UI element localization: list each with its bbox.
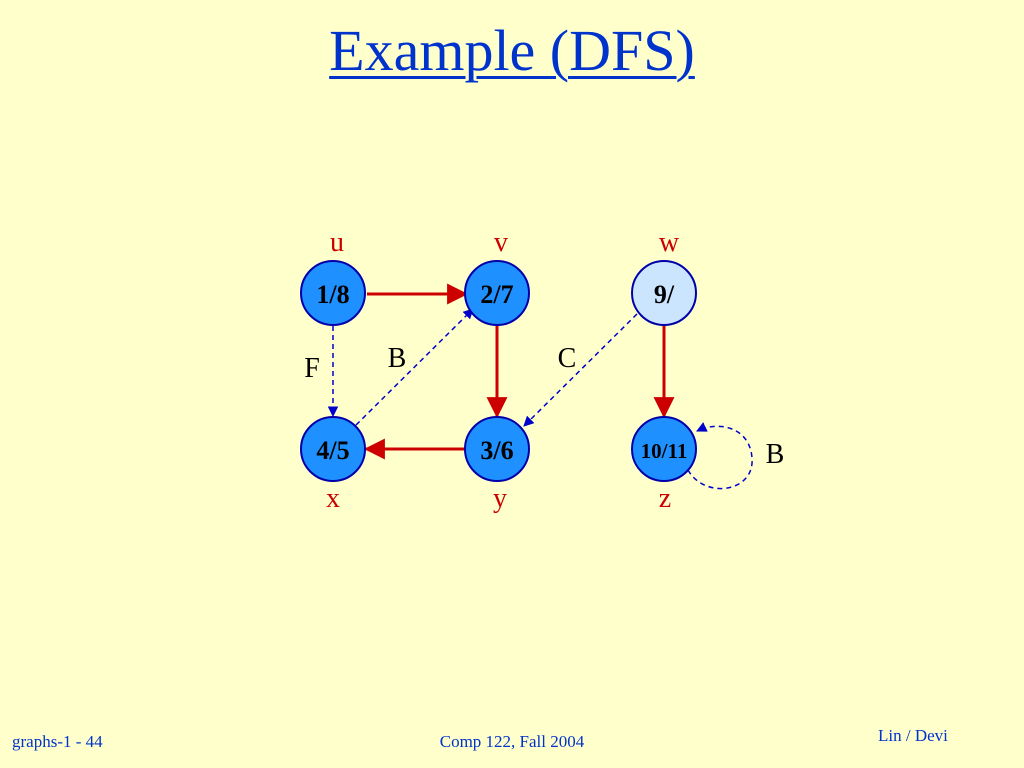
edge-label-forward-u-x: F — [304, 353, 320, 384]
node-z — [631, 416, 697, 482]
node-x-timestamp: 4/5 — [316, 436, 349, 465]
edge-label-back-z-z: B — [766, 439, 785, 470]
node-u-timestamp: 1/8 — [316, 280, 349, 309]
vertex-name-u: u — [330, 227, 344, 258]
footer-authors: Lin / Devi — [878, 726, 948, 745]
node-u — [300, 260, 366, 326]
vertex-name-v: v — [494, 227, 508, 258]
node-z-timestamp: 10/11 — [641, 439, 688, 463]
edge-label-back-x-v: B — [388, 343, 407, 374]
node-w-timestamp: 9/ — [654, 280, 675, 309]
vertex-name-z: z — [659, 483, 671, 514]
vertex-name-w: w — [659, 227, 680, 258]
cross-edge-w-y — [523, 313, 638, 427]
node-x — [300, 416, 366, 482]
node-y — [464, 416, 530, 482]
footer-course: Comp 122, Fall 2004 — [439, 732, 585, 751]
node-v-timestamp: 2/7 — [480, 280, 513, 309]
slide-title: Example (DFS) — [329, 18, 695, 83]
footer-slide-number: graphs-1 - 44 — [12, 732, 103, 751]
back-edge-x-v — [355, 308, 474, 426]
node-y-timestamp: 3/6 — [480, 436, 513, 465]
edge-label-cross-w-y: C — [558, 343, 577, 374]
node-w — [631, 260, 697, 326]
node-v — [464, 260, 530, 326]
back-edge-self-loop-z — [687, 422, 753, 490]
vertex-name-y: y — [493, 483, 507, 514]
vertex-name-x: x — [326, 483, 340, 514]
